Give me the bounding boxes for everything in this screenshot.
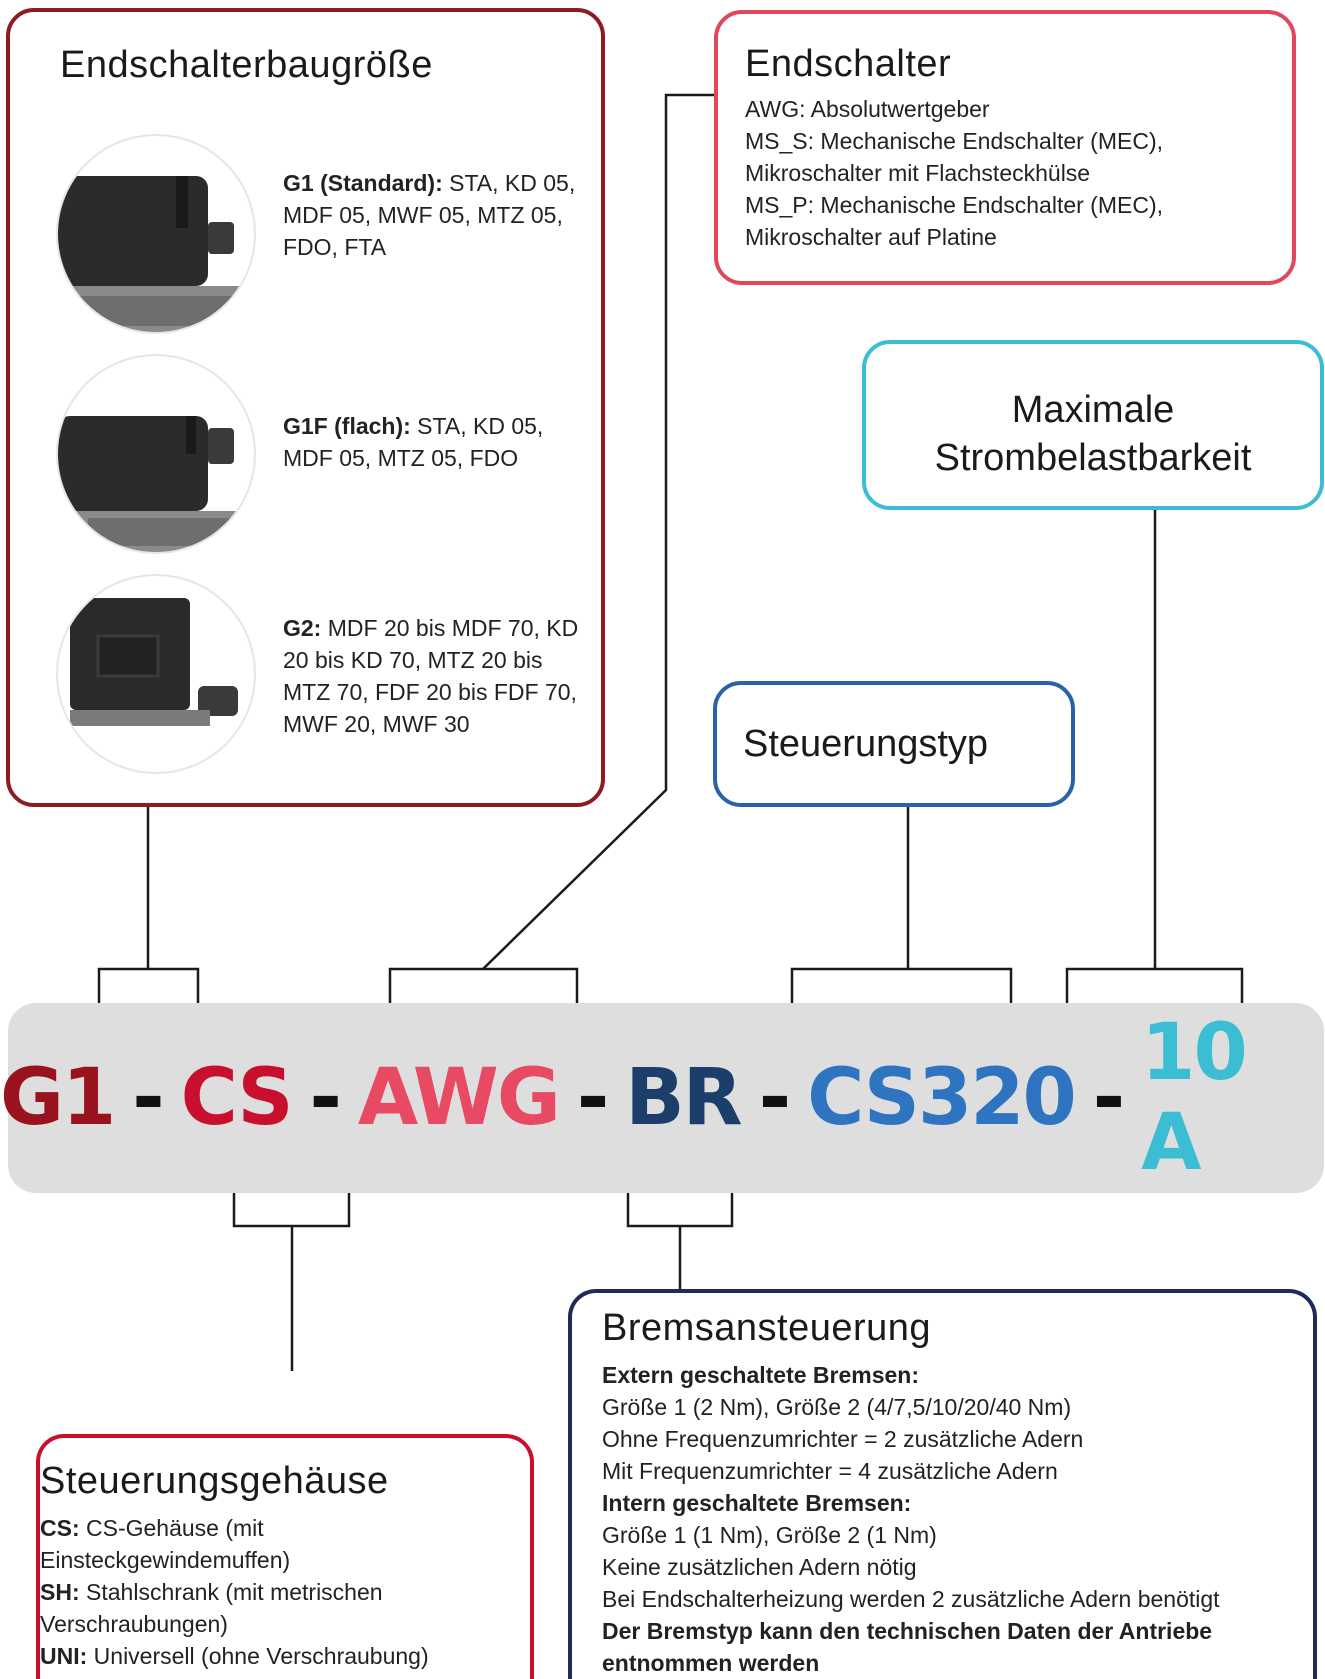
brake-note-text: Der Bremstyp kann den technischen Daten … xyxy=(602,1618,1213,1676)
g1-item-text: G1 (Standard): STA, KD 05, MDF 05, MWF 0… xyxy=(283,167,583,263)
brake-intern-heading: Intern geschaltete Bremsen: xyxy=(602,1487,1302,1519)
awg-connector xyxy=(482,93,718,970)
code-cs320: CS320 xyxy=(807,1053,1077,1143)
limit-switch-line: Mikroschalter mit Flachsteckhülse xyxy=(745,160,1091,186)
limit-switch-description: AWG: Absolutwertgeber MS_S: Mechanische … xyxy=(745,93,1285,253)
code-amp: 10 A xyxy=(1141,1008,1248,1188)
housing-entry-sh: SH: Stahlschrank (mit metrischen Verschr… xyxy=(40,1576,510,1640)
max-current-title-line2: Strombelastbarkeit xyxy=(934,437,1252,479)
g1f-item-text: G1F (flach): STA, KD 05, MDF 05, MTZ 05,… xyxy=(283,410,583,474)
code-separator: - xyxy=(132,1053,164,1143)
brake-intern-line: Bei Endschalterheizung werden 2 zusätzli… xyxy=(602,1586,1220,1612)
g1f-photo-graphic xyxy=(58,416,254,552)
brake-control-details: Extern geschaltete Bremsen: Größe 1 (2 N… xyxy=(602,1359,1302,1679)
housing-entry-uni: UNI: Universell (ohne Verschraubung) xyxy=(40,1640,510,1672)
brake-intern-line: Keine zusätzlichen Adern nötig xyxy=(602,1554,917,1580)
max-current-title: Maximale Strombelastbarkeit xyxy=(866,386,1320,482)
code-cs: CS xyxy=(180,1053,294,1143)
cs320-bracket xyxy=(790,967,1013,1007)
awg-bracket xyxy=(388,967,579,1007)
housing-entry-text: Stahlschrank (mit metrischen Verschraubu… xyxy=(40,1579,383,1637)
brake-control-title: Bremsansteuerung xyxy=(602,1307,932,1349)
limit-switch-line: MS_S: Mechanische Endschalter (MEC), xyxy=(745,128,1163,154)
product-code: G1 - CS - AWG - BR - CS320 - 10 A xyxy=(0,1003,1325,1193)
product-code-band xyxy=(8,1003,1324,1193)
limit-switch-line: Mikroschalter auf Platine xyxy=(745,224,997,250)
housing-entry-cs: CS: CS-Gehäuse (mit Einsteckgewindemuffe… xyxy=(40,1512,510,1576)
g1-item-label: G1 (Standard): xyxy=(283,170,443,196)
housing-box: Steuerungsgehäuse CS: CS-Gehäuse (mit Ei… xyxy=(36,1434,534,1679)
brake-intern-line: Größe 1 (1 Nm), Größe 2 (1 Nm) xyxy=(602,1522,937,1548)
limit-switch-title: Endschalter xyxy=(745,43,952,85)
g1-limit-switch-photo xyxy=(56,134,256,334)
control-type-title: Steuerungstyp xyxy=(743,723,989,765)
code-separator: - xyxy=(758,1053,791,1143)
brake-extern-line: Größe 1 (2 Nm), Größe 2 (4/7,5/10/20/40 … xyxy=(602,1394,1072,1420)
code-separator: - xyxy=(576,1053,609,1143)
housing-entries: CS: CS-Gehäuse (mit Einsteckgewindemuffe… xyxy=(40,1512,510,1672)
max-current-box: Maximale Strombelastbarkeit xyxy=(862,340,1324,510)
limit-switch-line: AWG: Absolutwertgeber xyxy=(745,96,990,122)
g2-item-label: G2: xyxy=(283,615,322,641)
amp-bracket xyxy=(1065,967,1244,1007)
housing-entry-label: SH: xyxy=(40,1579,80,1605)
g1f-item-label: G1F (flach): xyxy=(283,413,411,439)
brake-extern-line: Ohne Frequenzumrichter = 2 zusätzliche A… xyxy=(602,1426,1084,1452)
brake-intern-heading-text: Intern geschaltete Bremsen: xyxy=(602,1490,912,1516)
limit-switch-line: MS_P: Mechanische Endschalter (MEC), xyxy=(745,192,1163,218)
housing-entry-text: Universell (ohne Verschraubung) xyxy=(87,1643,429,1669)
housing-entry-label: UNI: xyxy=(40,1643,88,1669)
brake-extern-heading-text: Extern geschaltete Bremsen: xyxy=(602,1362,920,1388)
g1-bracket xyxy=(97,967,200,1007)
limit-switch-box: Endschalter AWG: Absolutwertgeber MS_S: … xyxy=(714,10,1296,285)
code-separator: - xyxy=(1092,1053,1125,1143)
brake-extern-heading: Extern geschaltete Bremsen: xyxy=(602,1359,1302,1391)
max-current-title-line1: Maximale xyxy=(1011,389,1175,431)
code-awg: AWG xyxy=(357,1053,561,1143)
limit-switch-size-box: Endschalterbaugröße G1 (Standard): STA, … xyxy=(6,8,605,807)
brake-note: Der Bremstyp kann den technischen Daten … xyxy=(602,1615,1302,1679)
code-separator: - xyxy=(309,1053,342,1143)
g1f-item-desc: STA, KD 05, MDF 05, MTZ 05, FDO xyxy=(283,413,544,471)
br-bracket xyxy=(626,1193,734,1228)
housing-entry-label: CS: xyxy=(40,1515,80,1541)
brake-control-box: Bremsansteuerung Extern geschaltete Brem… xyxy=(568,1289,1317,1679)
code-g1: G1 xyxy=(0,1053,116,1143)
g2-photo-graphic xyxy=(70,598,238,726)
code-br: BR xyxy=(625,1053,743,1143)
brake-extern-line: Mit Frequenzumrichter = 4 zusätzliche Ad… xyxy=(602,1458,1058,1484)
g1-photo-graphic xyxy=(58,176,248,332)
housing-title: Steuerungsgehäuse xyxy=(40,1460,389,1502)
cs-bracket xyxy=(232,1193,351,1228)
g1f-limit-switch-photo xyxy=(56,354,256,554)
g2-limit-switch-photo xyxy=(56,574,256,774)
limit-switch-size-title: Endschalterbaugröße xyxy=(60,44,433,86)
g2-item-desc: MDF 20 bis MDF 70, KD 20 bis KD 70, MTZ … xyxy=(283,615,579,737)
housing-entry-text: CS-Gehäuse (mit Einsteckgewindemuffen) xyxy=(40,1515,291,1573)
g1-item-desc: STA, KD 05, MDF 05, MWF 05, MTZ 05, FDO,… xyxy=(283,170,576,260)
control-type-box: Steuerungstyp xyxy=(713,681,1075,807)
g2-item-text: G2: MDF 20 bis MDF 70, KD 20 bis KD 70, … xyxy=(283,612,583,740)
